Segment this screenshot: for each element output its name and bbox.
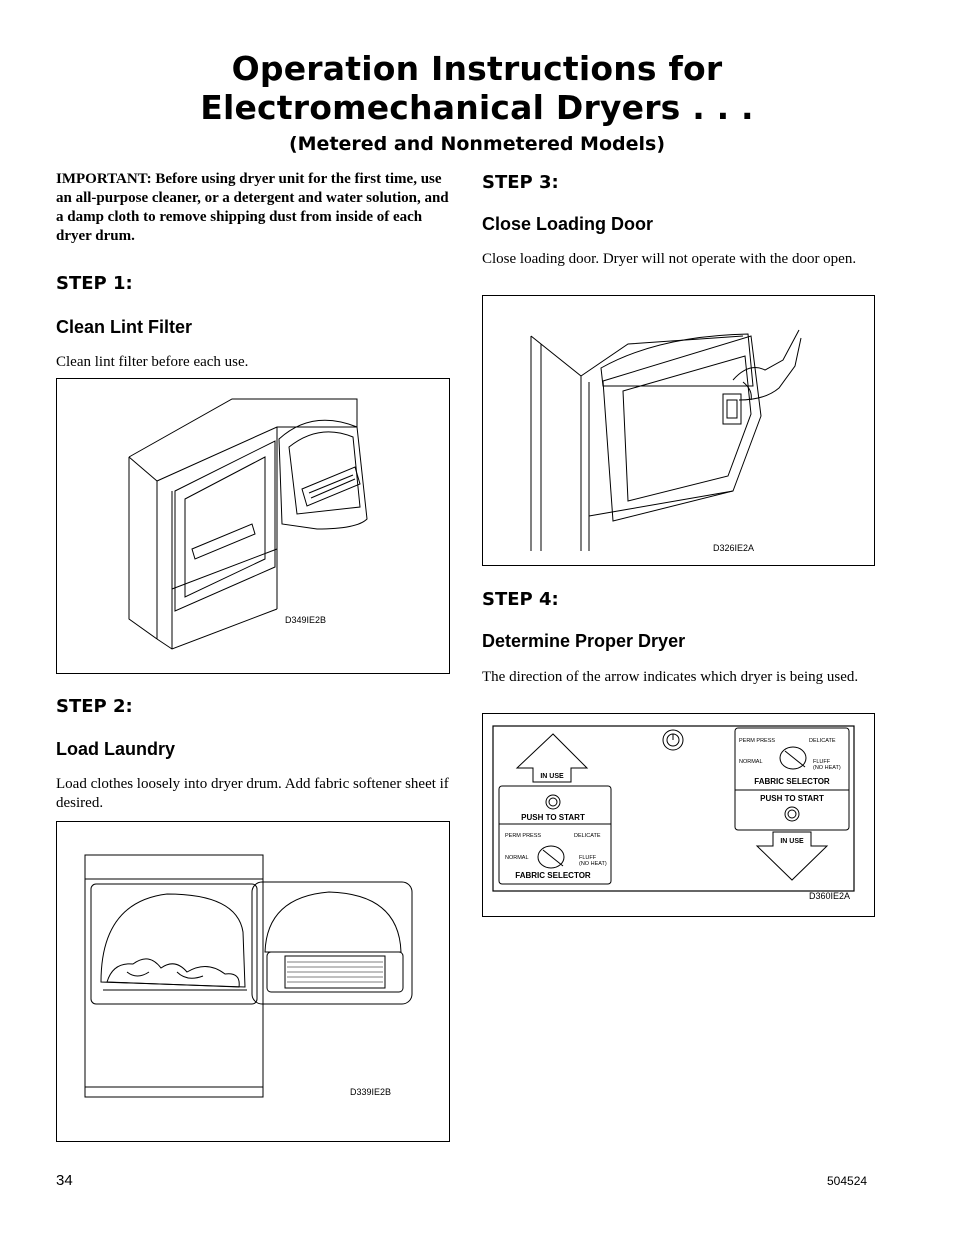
right-perm-press-label: PERM PRESS	[739, 738, 775, 744]
step1-figure-code: D349IE2B	[285, 615, 326, 625]
left-no-heat-label: (NO HEAT)	[579, 861, 607, 867]
step4-heading: STEP 4:	[482, 589, 559, 610]
doc-number: 504524	[827, 1174, 868, 1188]
left-delicate-label: DELICATE	[574, 833, 601, 839]
power-icon	[662, 729, 684, 751]
step2-subheading: Load Laundry	[56, 739, 176, 759]
step1-text: Clean lint filter before each use.	[56, 354, 249, 370]
step2-figure: D339IE2B	[56, 821, 450, 1142]
left-normal-label: NORMAL	[505, 855, 529, 861]
left-in-use-label: IN USE	[540, 773, 564, 780]
step2-text: Load clothes loosely into dryer drum. Ad…	[56, 776, 449, 811]
important-note: IMPORTANT: Before using dryer unit for t…	[56, 171, 449, 244]
step4-figure: IN USE PUSH TO START PERM PRESS DELICATE…	[482, 713, 875, 917]
step3-figure-code: D326IE2A	[713, 543, 754, 553]
step2-figure-code: D339IE2B	[350, 1087, 391, 1097]
right-normal-label: NORMAL	[739, 759, 763, 765]
left-fluff-label: FLUFF	[579, 855, 597, 861]
step4-text: The direction of the arrow indicates whi…	[482, 669, 859, 685]
right-fluff-label: FLUFF	[813, 759, 831, 765]
step2-heading: STEP 2:	[56, 696, 133, 717]
in-use-up-arrow-icon	[515, 733, 589, 783]
step4-figure-code: D360IE2A	[809, 891, 850, 901]
step3-subheading: Close Loading Door	[482, 214, 653, 234]
right-in-use-label: IN USE	[780, 838, 804, 845]
step1-figure: D349IE2B	[56, 378, 450, 674]
dryer-open-door-lint-filter-illustration: D349IE2B	[128, 398, 368, 650]
right-fabric-selector-label: FABRIC SELECTOR	[754, 777, 830, 786]
step3-heading: STEP 3:	[482, 172, 559, 193]
step3-text: Close loading door. Dryer will not opera…	[482, 251, 857, 267]
left-fabric-selector-label: FABRIC SELECTOR	[515, 871, 591, 880]
page-title-line2: Electromechanical Dryers . . .	[200, 88, 754, 127]
right-no-heat-label: (NO HEAT)	[813, 765, 841, 771]
step1-subheading: Clean Lint Filter	[56, 317, 193, 337]
right-delicate-label: DELICATE	[809, 738, 836, 744]
in-use-down-arrow-icon	[755, 831, 829, 881]
page-number: 34	[56, 1172, 73, 1189]
left-perm-press-label: PERM PRESS	[505, 833, 541, 839]
step1-heading: STEP 1:	[56, 273, 133, 294]
step3-figure: D326IE2A	[482, 295, 875, 566]
page-subtitle: (Metered and Nonmetered Models)	[288, 133, 666, 155]
dryer-load-laundry-illustration: D339IE2B	[84, 854, 413, 1098]
dryer-control-panel-illustration: IN USE PUSH TO START PERM PRESS DELICATE…	[492, 725, 855, 901]
step4-subheading: Determine Proper Dryer	[482, 631, 686, 651]
left-push-to-start-label: PUSH TO START	[521, 813, 585, 822]
page-title-line1: Operation Instructions for	[231, 49, 723, 88]
dryer-close-door-illustration: D326IE2A	[530, 329, 802, 553]
right-push-to-start-label: PUSH TO START	[760, 794, 824, 803]
